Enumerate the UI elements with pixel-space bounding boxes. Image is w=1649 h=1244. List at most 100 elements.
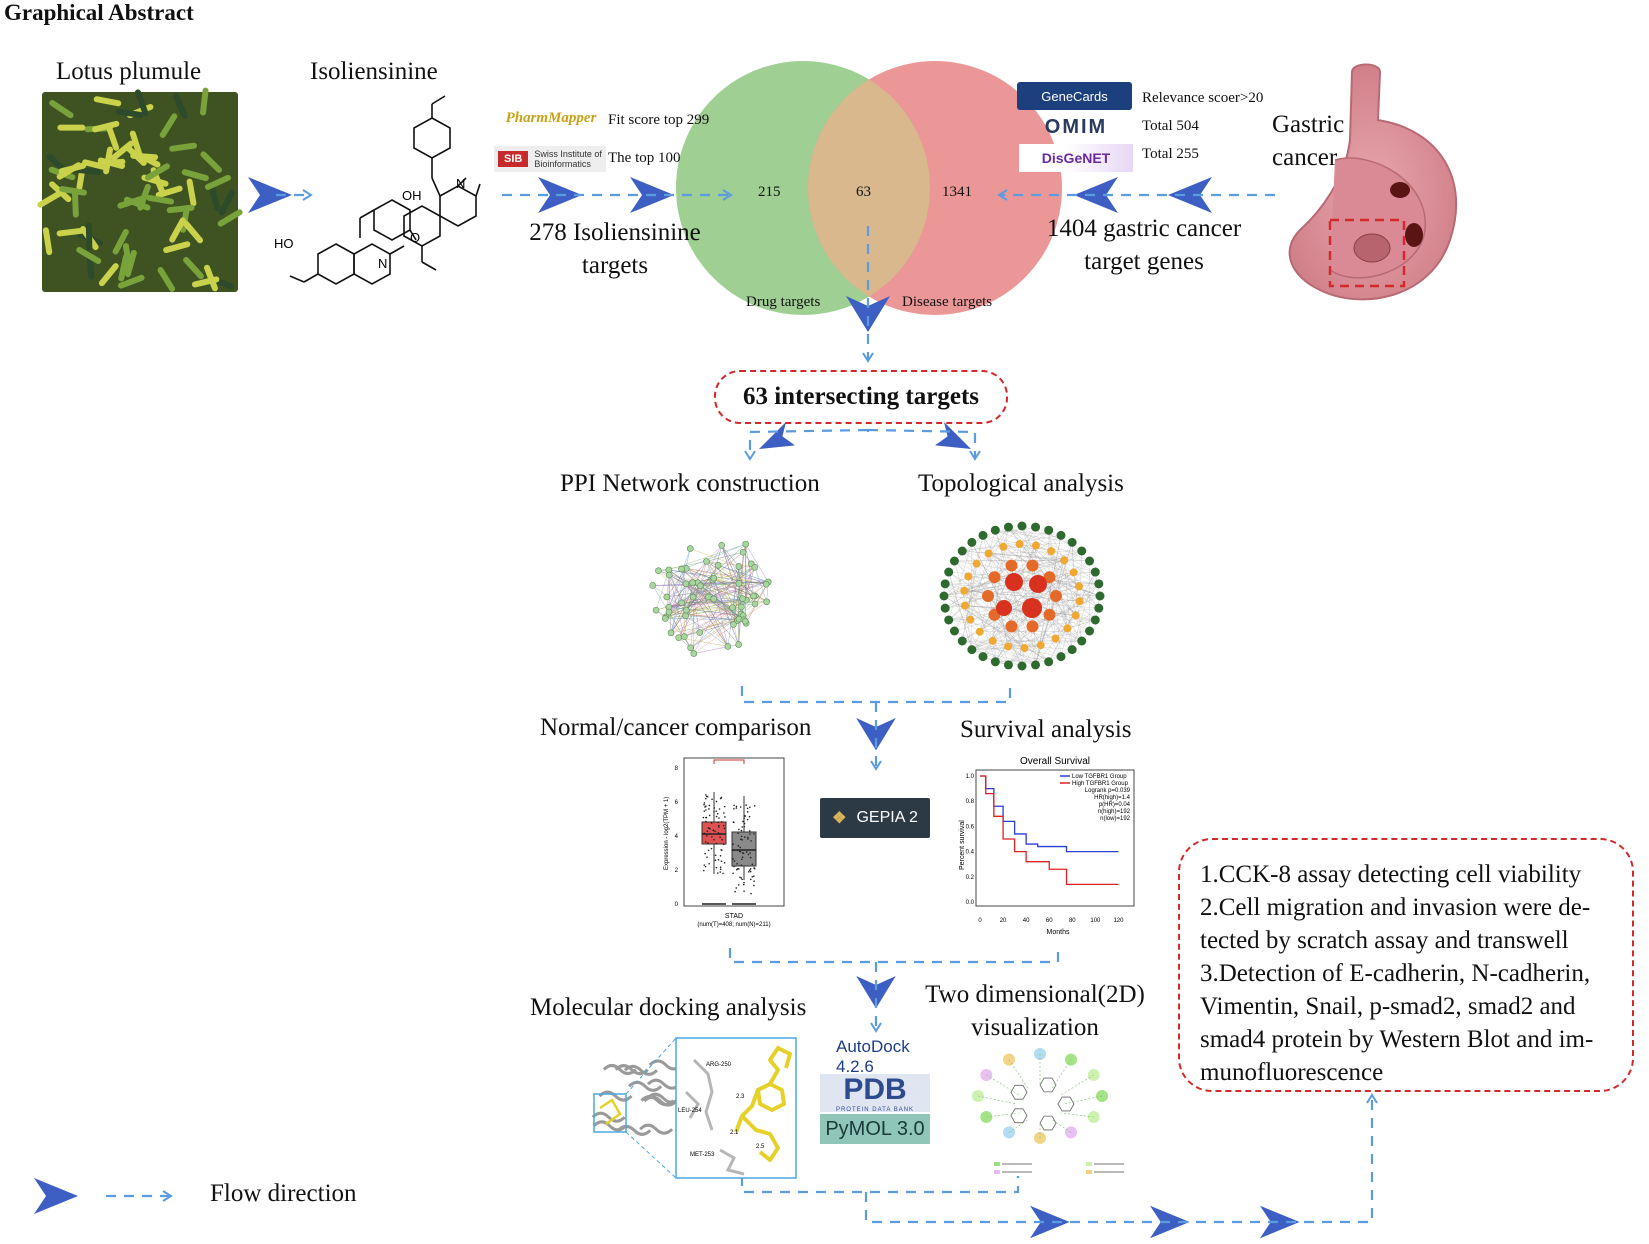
topology-node xyxy=(1094,603,1104,613)
zoom-line-top xyxy=(625,1037,677,1095)
boxplot-point xyxy=(748,815,751,818)
experiment-line: smad4 protein by Western Blot and im- xyxy=(1200,1026,1594,1053)
topology-edge xyxy=(994,614,1036,666)
ppi-edge xyxy=(706,561,755,568)
boxplot-point xyxy=(748,869,751,871)
lotus-strand xyxy=(137,183,151,211)
ppi-edge xyxy=(665,606,742,619)
residue-stick xyxy=(684,1090,700,1119)
pharmmapper-note: Fit score top 299 xyxy=(608,112,710,128)
ppi-edge xyxy=(678,637,728,647)
ppi-node xyxy=(739,548,747,556)
topology-edge xyxy=(995,530,1073,543)
flow-chevron-icon xyxy=(1260,1205,1300,1239)
topology-node xyxy=(957,636,967,646)
topology-edge xyxy=(1048,628,1068,662)
experiment-line: 1.CCK-8 assay detecting cell viability xyxy=(1200,861,1582,888)
ppi-edge xyxy=(685,583,739,645)
stomach-illustration xyxy=(1288,63,1458,301)
boxplot-point xyxy=(753,875,755,877)
molecule-ring xyxy=(1057,1096,1075,1112)
isoliensinine-label: Isoliensinine xyxy=(310,58,438,85)
ppi-node xyxy=(665,608,673,616)
boxplot-point xyxy=(747,853,750,856)
survival-label: Survival analysis xyxy=(960,716,1132,743)
ppi-edge xyxy=(690,548,739,567)
visualization-label: Two dimensional(2D) visualization xyxy=(910,978,1160,1044)
lotus-strand xyxy=(155,185,183,198)
molecule-ring xyxy=(1010,1108,1028,1124)
topology-node xyxy=(1005,620,1018,633)
lotus-strand xyxy=(200,87,209,116)
boxplot-point xyxy=(749,806,751,809)
survival-xtick: 80 xyxy=(1069,918,1076,924)
sib-logo: SIB Swiss Institute of Bioinformatics xyxy=(494,146,606,172)
topology-edge xyxy=(1021,525,1099,584)
ppi-edge xyxy=(690,603,756,648)
topology-node xyxy=(940,579,950,589)
boxplot-point xyxy=(703,803,705,806)
ppi-edge xyxy=(746,563,752,601)
survival-ytick: 0.4 xyxy=(966,850,975,856)
survival-stat: n(low)=192 xyxy=(1100,816,1131,822)
lotus-strand xyxy=(204,174,231,190)
omim-logo: OMIM xyxy=(1044,115,1108,138)
topology-edge xyxy=(1079,550,1082,602)
boxplot-point xyxy=(713,838,715,841)
boxplot-point xyxy=(715,800,718,803)
ppi-node xyxy=(739,595,746,602)
boxplot-point xyxy=(739,850,742,853)
boxplot-point xyxy=(749,868,752,870)
ppi-edge xyxy=(668,581,769,608)
topology-node xyxy=(1077,636,1087,646)
boxplot-point xyxy=(743,836,746,838)
topology-node xyxy=(944,615,954,625)
boxplot-point xyxy=(722,843,725,846)
ppi-node xyxy=(652,606,660,614)
boxplot-point xyxy=(741,852,744,854)
flow-chevron-icon xyxy=(248,177,292,213)
ligand-ring xyxy=(756,1082,786,1112)
boxplot-point xyxy=(743,890,745,892)
lotus-strand xyxy=(56,227,85,237)
boxplot-point xyxy=(751,875,754,878)
ppi-node xyxy=(678,599,685,607)
boxplot-point xyxy=(748,830,751,832)
n-label-1: N xyxy=(456,176,465,191)
topology-node xyxy=(1031,522,1041,532)
boxplot-point xyxy=(741,858,743,861)
topology-edge xyxy=(945,583,971,620)
ppi-node xyxy=(663,593,671,601)
ppi-edge xyxy=(685,567,755,617)
topology-edge xyxy=(962,550,1090,562)
topology-node xyxy=(1063,624,1072,633)
survival-stat: HR(high)=1.4 xyxy=(1094,795,1131,801)
boxplot-point xyxy=(732,821,735,823)
lotus-strand xyxy=(57,124,86,131)
boxplot-point xyxy=(719,871,722,873)
topology-node xyxy=(1020,643,1029,652)
topology-edge xyxy=(1035,526,1099,609)
topology-edge xyxy=(1008,646,1062,657)
lotus-strand xyxy=(58,162,86,175)
ppi-node xyxy=(649,582,657,589)
topology-edge xyxy=(1095,572,1099,609)
ppi-node xyxy=(675,634,682,641)
lotus-strand xyxy=(163,241,191,254)
lotus-strand xyxy=(37,190,63,208)
topology-node xyxy=(1047,547,1056,556)
isoliensinine-targets: 278 Isoliensinine targets xyxy=(500,216,730,282)
ppi-edge xyxy=(718,565,769,583)
topology-node xyxy=(1017,661,1027,671)
ppi-edge xyxy=(706,551,744,562)
boxplot-point xyxy=(749,870,752,873)
topology-edge xyxy=(964,605,973,650)
interaction-legend-swatch xyxy=(994,1162,1000,1166)
topology-node xyxy=(967,537,977,547)
topology-edge xyxy=(1024,583,1099,649)
boxplot-point xyxy=(735,887,738,889)
survival-legend-entry: Low TGFBR1 Group xyxy=(1072,774,1127,780)
boxplot-point xyxy=(741,839,743,841)
topology-node xyxy=(949,626,959,636)
